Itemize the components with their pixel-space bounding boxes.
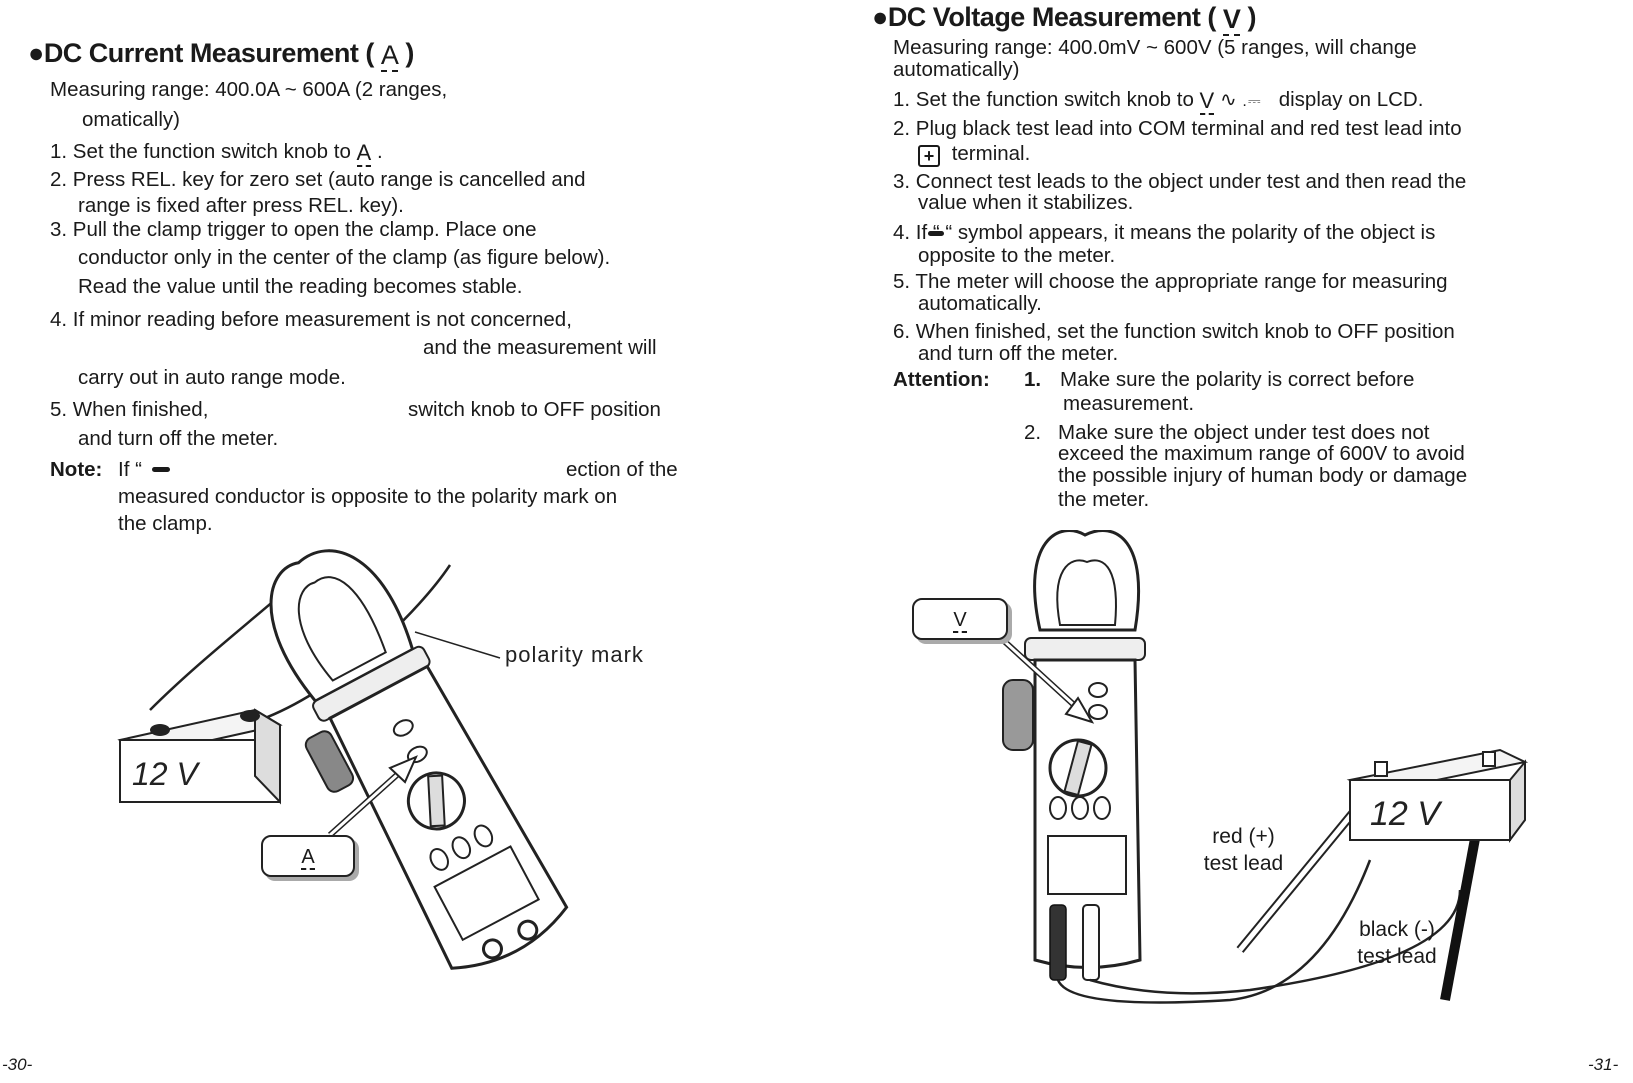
clamp-current-illustration: 12 V polarity mark (117, 549, 644, 970)
current-step-2-line2: range is fixed after press REL. key). (78, 194, 404, 217)
voltage-step-3-line1: 3. Connect test leads to the object unde… (893, 170, 1467, 193)
page-number-right: -31- (1588, 1055, 1619, 1074)
ampere-symbol: A (356, 142, 372, 169)
note-text-b: ection of the (566, 458, 678, 481)
current-step-5-line2: and turn off the meter. (78, 427, 279, 450)
voltage-callout: V (912, 598, 1008, 640)
note-line2: measured conductor is opposite to the po… (118, 485, 618, 508)
voltage-step-6-line2: and turn off the meter. (918, 342, 1119, 365)
attention-1-line2: measurement. (1063, 392, 1195, 415)
dc-current-symbol: A (380, 42, 399, 74)
attention-2-line4: the meter. (1058, 488, 1150, 511)
note-text-a: If “ (118, 456, 170, 483)
battery-icon (117, 708, 283, 805)
dc-voltage-symbol: V (1222, 6, 1241, 38)
current-step-3-line1: 3. Pull the clamp trigger to open the cl… (50, 218, 537, 241)
current-range-line2: omatically) (82, 108, 180, 131)
current-range-line1: Measuring range: 400.0A ~ 600A (2 ranges… (50, 78, 448, 101)
note-line3: the clamp. (118, 512, 213, 535)
voltage-step-2-line2: + terminal. (918, 140, 1030, 167)
voltage-step-5-line1: 5. The meter will choose the appropriate… (893, 270, 1448, 293)
polarity-mark-label: polarity mark (505, 642, 644, 667)
attention-2-line2: exceed the maximum range of 600V to avoi… (1058, 442, 1465, 465)
voltage-step-1: 1. Set the function switch knob to V ∿ .… (893, 86, 1423, 117)
voltage-symbol: V (1199, 90, 1215, 117)
note-label: Note: (50, 458, 103, 481)
clamp-voltage-illustration: 12 V (989, 530, 1529, 1004)
current-step-1: 1. Set the function switch knob to A . (50, 138, 383, 169)
current-step-3-line3: Read the value until the reading becomes… (78, 275, 523, 298)
battery-voltage-label: 12 V (132, 756, 200, 792)
voltage-step-6-line1: 6. When finished, set the function switc… (893, 320, 1455, 343)
current-step-5-b: switch knob to OFF position (408, 398, 661, 421)
attention-2-line3: the possible injury of human body or dam… (1058, 464, 1468, 487)
current-step-2-line1: 2. Press REL. key for zero set (auto ran… (50, 168, 586, 191)
voltage-step-2-line1: 2. Plug black test lead into COM termina… (893, 117, 1462, 140)
dc-dash-icon: .⎓ (1242, 93, 1262, 110)
red-test-lead-label: red (+) test lead (1203, 825, 1284, 875)
battery-icon (1346, 748, 1529, 843)
minus-sign-icon (928, 231, 944, 236)
voltage-step-4-line1: 4. If “ “ symbol appears, it means the p… (893, 221, 1436, 244)
battery-voltage-label: 12 V (1370, 795, 1443, 833)
attention-1-number: 1. (1024, 368, 1042, 391)
voltage-step-4-line2: opposite to the meter. (918, 244, 1116, 267)
current-step-4-line3: carry out in auto range mode. (78, 366, 346, 389)
voltage-range-line1: Measuring range: 400.0mV ~ 600V (5 range… (893, 36, 1417, 59)
clamp-meter (1002, 530, 1146, 981)
ac-wave-icon: ∿ (1219, 89, 1237, 111)
voltage-step-5-line2: automatically. (918, 292, 1042, 315)
minus-sign-icon (151, 467, 170, 472)
bullet: ● (28, 38, 44, 68)
voltage-step-3-line2: value when it stabilizes. (918, 191, 1134, 214)
current-step-4-line2: and the measurement will (423, 336, 657, 359)
current-step-5-a: 5. When finished, (50, 398, 209, 421)
clamp-meter (269, 549, 569, 970)
attention-label: Attention: (893, 368, 990, 391)
dc-voltage-heading: ●DC Voltage Measurement ( V ) (872, 2, 1256, 38)
black-test-lead-label: black (-) test lead (1357, 918, 1437, 968)
plus-terminal-icon: + (918, 145, 940, 167)
attention-1-line1: Make sure the polarity is correct before (1060, 368, 1415, 391)
bullet: ● (872, 2, 888, 32)
current-step-4-line1: 4. If minor reading before measurement i… (50, 308, 572, 331)
dc-current-heading: ●DC Current Measurement ( A ) (28, 38, 414, 74)
page-number-left: -30- (2, 1055, 33, 1074)
voltage-range-line2: automatically) (893, 58, 1020, 81)
current-step-3-line2: conductor only in the center of the clam… (78, 246, 611, 269)
ampere-callout: A (261, 835, 355, 877)
attention-2-number: 2. (1024, 421, 1042, 444)
attention-2-line1: Make sure the object under test does not (1058, 421, 1430, 444)
